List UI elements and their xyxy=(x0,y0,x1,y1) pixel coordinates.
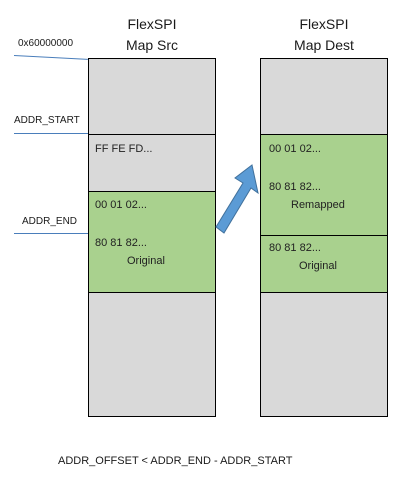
dest-remap-line1: 00 01 02... xyxy=(269,143,321,155)
dest-remap-line2: 80 81 82... xyxy=(269,181,321,193)
dest-orig-label: Original xyxy=(299,260,337,272)
src-title-line2: Map Src xyxy=(125,37,179,53)
src-green-label: Original xyxy=(127,255,165,267)
src-green-line1: 00 01 02... xyxy=(95,199,147,211)
src-region-mid-text: FF FE FD... xyxy=(95,143,153,155)
addr-end-label: ADDR_END xyxy=(22,216,78,227)
src-green-line2: 80 81 82... xyxy=(95,237,147,249)
dest-region-original: 80 81 82... Original xyxy=(260,235,388,293)
dest-title-line1: FlexSPI xyxy=(299,16,349,32)
src-title: FlexSPI Map Src xyxy=(88,14,216,56)
addr-end-line xyxy=(14,233,88,234)
dest-title-line2: Map Dest xyxy=(294,37,354,53)
formula-text: ADDR_OFFSET < ADDR_END - ADDR_START xyxy=(58,455,293,467)
remap-arrow-icon xyxy=(215,164,259,234)
src-title-line1: FlexSPI xyxy=(127,16,177,32)
dest-region-remapped: 00 01 02... 80 81 82... Remapped xyxy=(260,134,388,236)
addr-start-line xyxy=(14,133,88,134)
src-region-original: 00 01 02... 80 81 82... Original xyxy=(88,191,216,293)
addr-start-label: ADDR_START xyxy=(14,115,80,126)
addr-base-label: 0x60000000 xyxy=(18,38,74,49)
dest-orig-line1: 80 81 82... xyxy=(269,242,321,254)
dest-title: FlexSPI Map Dest xyxy=(260,14,388,56)
dest-remap-label: Remapped xyxy=(291,199,345,211)
